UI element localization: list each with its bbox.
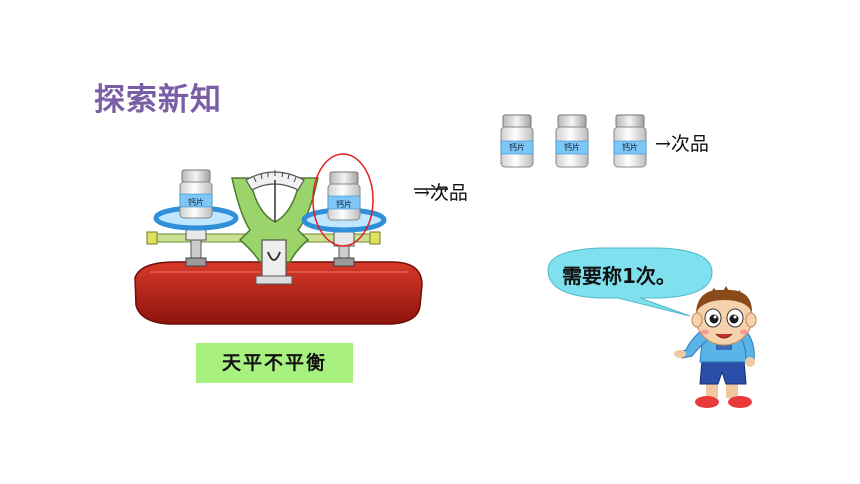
page-title: 探索新知: [94, 82, 222, 118]
bottle-3-label: 钙片: [622, 142, 638, 152]
bottle-2: [555, 114, 589, 168]
bottles-defect-label: →次品: [655, 133, 709, 155]
scale-caption: 天平不平衡: [221, 352, 327, 374]
boy-character: [674, 286, 757, 408]
scale-defect-label: →次品: [414, 178, 468, 205]
highlight-circle: [312, 153, 374, 247]
bottle-left-pan: [179, 169, 213, 219]
bottle-3: [613, 114, 647, 168]
scale-caption-box: 天平不平衡: [196, 343, 353, 383]
speech-bubble: [547, 247, 713, 317]
scale-defect-text: →次品: [414, 182, 468, 204]
bottle-left-label: 钙片: [188, 197, 204, 207]
bottle-row: [500, 114, 647, 168]
bottle-right-pan: [327, 171, 361, 221]
speech-text: 需要称1次。: [562, 264, 676, 288]
bottle-1: [500, 114, 534, 168]
scale-base: [134, 261, 423, 325]
bottle-right-label: 钙片: [336, 199, 352, 209]
bottle-1-label: 钙片: [509, 142, 525, 152]
bottle-2-label: 钙片: [564, 142, 580, 152]
balance-scale: [134, 170, 423, 325]
